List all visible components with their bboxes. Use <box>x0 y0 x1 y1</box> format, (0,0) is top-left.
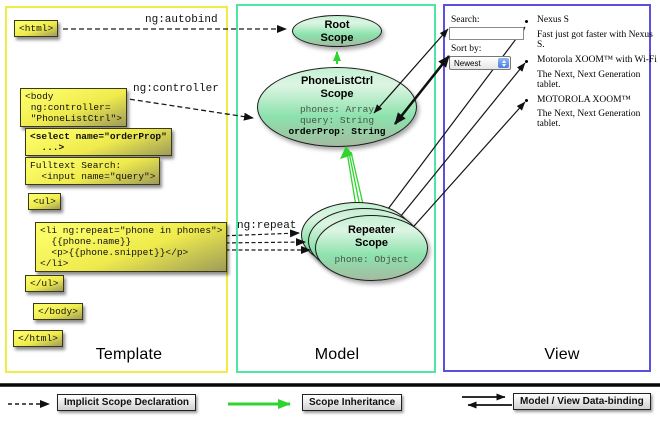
code-fulltext-search: Fulltext Search: <input name="query"> <box>25 157 161 186</box>
view-panel-label: View <box>544 346 580 363</box>
code-body-open: <body ng:controller= "PhoneListCtrl"> <box>20 88 127 128</box>
code-html-open: <html> <box>14 20 59 38</box>
prop-phones: phones: Array <box>299 103 375 115</box>
prop-query: query: String <box>299 115 375 127</box>
ng-repeat-arrows <box>218 229 311 254</box>
label-ng-repeat: ng:repeat <box>237 220 297 232</box>
model-panel-label: Model <box>314 346 360 363</box>
legend-implicit-scope: Implicit Scope Declaration <box>57 394 197 411</box>
root-scope-ellipse: Root Scope <box>292 15 382 47</box>
bullet-icon <box>525 60 528 63</box>
prop-orderprop: orderProp: String <box>288 126 386 138</box>
product-name: Motorola XOOM™ with Wi-Fi <box>537 55 657 65</box>
phonelistctrl-scope-title: PhoneListCtrl Scope <box>300 75 374 101</box>
legend-double-arrow-icon <box>462 393 512 409</box>
code-select-orderprop: <select name="orderProp" ...> <box>25 128 172 157</box>
select-stepper-icon <box>498 58 509 68</box>
sort-by-label: Sort by: <box>451 44 482 54</box>
ng-controller-arrow <box>121 97 254 121</box>
product-name: MOTOROLA XOOM™ <box>537 95 631 105</box>
repeater-scope-ellipse: Repeater Scope phone: Object <box>315 215 428 281</box>
bullet-icon <box>525 20 528 23</box>
root-scope-title: Root Scope <box>320 19 354 45</box>
label-ng-autobind: ng:autobind <box>145 14 218 26</box>
template-panel-label: Template <box>95 346 163 363</box>
search-input[interactable] <box>449 27 524 40</box>
search-label: Search: <box>451 15 480 25</box>
label-ng-controller: ng:controller <box>133 83 219 95</box>
code-ul-close: </ul> <box>25 275 64 293</box>
code-li-repeat: <li ng:repeat="phone in phones"> {{phone… <box>35 222 228 273</box>
orderprop-sort-binding-arrow <box>393 55 451 125</box>
repeater-scope-title: Repeater Scope <box>347 224 396 250</box>
prop-phone: phone: Object <box>334 253 409 265</box>
sort-select-value: Newest <box>454 58 481 68</box>
code-ul-open: <ul> <box>28 193 61 211</box>
product-desc: Fast just got faster with Nexus S. <box>537 30 653 50</box>
code-body-close: </body> <box>33 303 83 321</box>
product-desc: The Next, Next Generation tablet. <box>537 109 641 129</box>
legend-model-view-binding: Model / View Data-binding <box>513 393 651 410</box>
scope-inheritance-arrowhead-repeater <box>340 146 353 159</box>
bullet-icon <box>525 99 528 102</box>
product-name: Nexus S <box>537 15 569 25</box>
sort-select[interactable]: Newest <box>449 56 511 70</box>
code-html-close: </html> <box>13 330 63 348</box>
legend-scope-inheritance: Scope Inheritance <box>302 394 403 411</box>
product-desc: The Next, Next Generation tablet. <box>537 70 641 90</box>
